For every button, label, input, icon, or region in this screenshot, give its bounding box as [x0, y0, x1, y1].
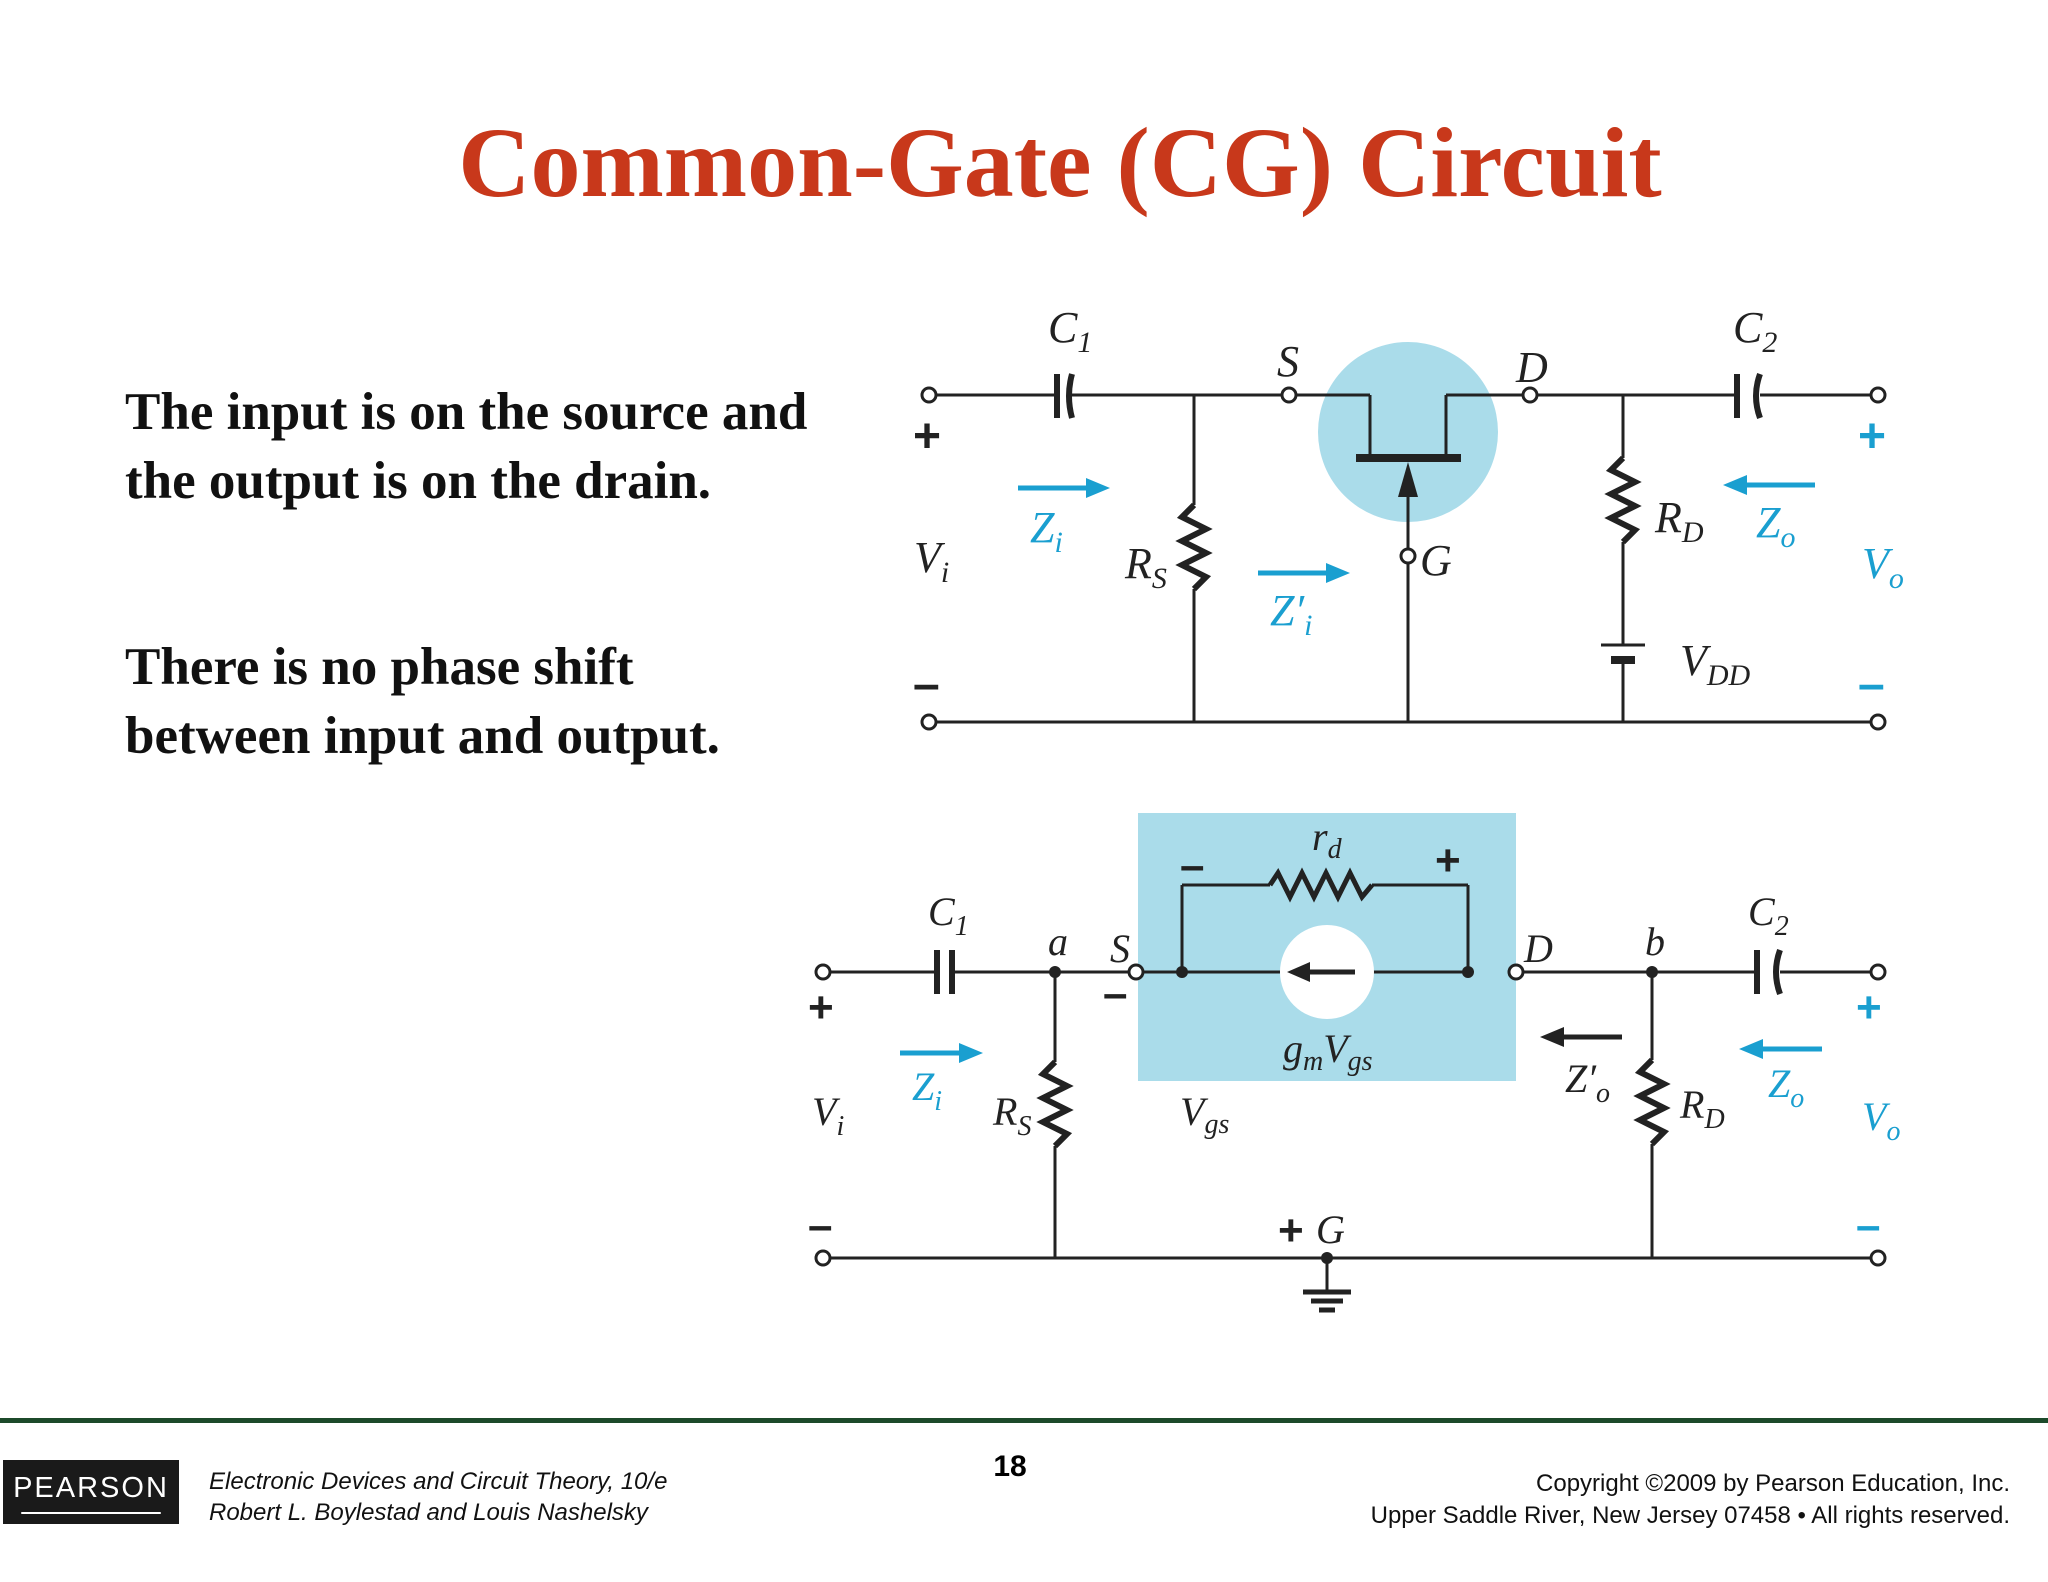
resistor-rd-top	[1604, 455, 1642, 545]
svg-text:C2: C2	[1748, 889, 1789, 942]
svg-text:VDD: VDD	[1680, 636, 1751, 692]
resistor-rs-top	[1175, 502, 1213, 592]
svg-text:–: –	[1858, 658, 1885, 711]
svg-text:Zi: Zi	[912, 1064, 942, 1117]
svg-text:D: D	[1523, 926, 1553, 971]
svg-text:–: –	[1180, 841, 1204, 890]
svg-text:–: –	[1856, 1201, 1880, 1250]
svg-text:RS: RS	[1124, 539, 1167, 595]
pearson-logo: PEARSON	[3, 1460, 179, 1524]
svg-text:C2: C2	[1733, 303, 1777, 359]
bottom-ac-equivalent	[814, 867, 1887, 1313]
footer-divider	[0, 1418, 2048, 1423]
svg-text:Zo: Zo	[1768, 1061, 1804, 1114]
resistor-rs-bottom	[1036, 1059, 1074, 1149]
circuit-diagrams: C1 C2 S D G RS RD VDD Vi + – Zi Z′i Zo V…	[808, 303, 1904, 1313]
page-number: 18	[993, 1450, 1027, 1483]
svg-text:–: –	[913, 658, 940, 711]
svg-text:RD: RD	[1679, 1082, 1725, 1135]
svg-text:+: +	[913, 410, 941, 463]
svg-text:–: –	[1103, 969, 1127, 1018]
svg-text:b: b	[1645, 919, 1665, 964]
svg-text:+: +	[808, 983, 834, 1032]
svg-text:Vi: Vi	[812, 1089, 844, 1142]
svg-text:G: G	[1420, 536, 1452, 585]
svg-text:a: a	[1048, 919, 1068, 964]
slide-title: Common-Gate (CG) Circuit	[458, 107, 1662, 218]
book-authors: Robert L. Boylestad and Louis Nashelsky	[209, 1499, 648, 1526]
svg-text:C1: C1	[1048, 303, 1092, 359]
fet-highlight-circle	[1318, 342, 1498, 522]
capacitor-c2-bottom	[1754, 948, 1783, 996]
svg-text:Vo: Vo	[1862, 539, 1904, 595]
svg-text:D: D	[1515, 343, 1548, 392]
svg-text:Vo: Vo	[1862, 1094, 1900, 1147]
svg-text:Zo: Zo	[1756, 498, 1795, 554]
svg-text:Vi: Vi	[914, 533, 949, 589]
resistor-rd-small	[1267, 867, 1374, 903]
svg-text:Vgs: Vgs	[1180, 1089, 1229, 1140]
svg-text:G: G	[1316, 1207, 1345, 1252]
top-cg-circuit	[920, 342, 1887, 731]
paragraph-input-output: The input is on the source and the outpu…	[125, 383, 808, 510]
svg-text:–: –	[808, 1201, 832, 1250]
book-title: Electronic Devices and Circuit Theory, 1…	[209, 1468, 668, 1495]
svg-text:RS: RS	[992, 1089, 1031, 1142]
copyright-line: Copyright ©2009 by Pearson Education, In…	[1536, 1470, 2010, 1497]
capacitor-c1-bottom	[934, 950, 955, 994]
copyright-address: Upper Saddle River, New Jersey 07458 • A…	[1370, 1502, 2010, 1529]
svg-text:+: +	[1278, 1206, 1304, 1255]
svg-text:RD: RD	[1654, 493, 1704, 549]
resistor-rd-bottom	[1633, 1057, 1671, 1147]
svg-text:Z′i: Z′i	[1270, 586, 1312, 642]
svg-text:+: +	[1856, 983, 1882, 1032]
svg-text:C1: C1	[928, 889, 969, 942]
capacitor-c2-top	[1734, 372, 1763, 420]
svg-text:S: S	[1277, 337, 1299, 386]
svg-text:gmVgs: gmVgs	[1283, 1026, 1373, 1077]
capacitor-c1-top	[1054, 373, 1075, 419]
svg-text:rd: rd	[1312, 814, 1343, 865]
svg-text:+: +	[1858, 410, 1886, 463]
svg-text:Z′o: Z′o	[1565, 1056, 1610, 1109]
svg-text:+: +	[1435, 836, 1461, 885]
svg-text:Zi: Zi	[1030, 503, 1063, 559]
paragraph-phase-shift: There is no phase shift between input an…	[125, 638, 720, 765]
svg-text:S: S	[1110, 926, 1130, 971]
